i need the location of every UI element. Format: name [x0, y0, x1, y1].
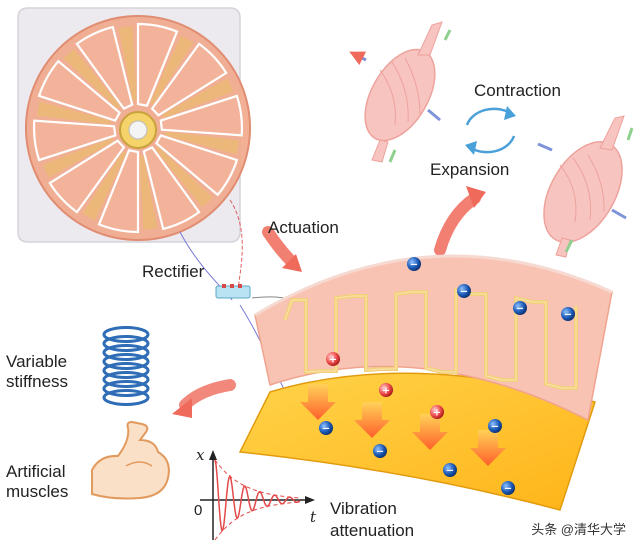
- rotor-gold-strip: [162, 78, 234, 118]
- negative-charge: −: [407, 257, 421, 271]
- cycle-arrows: [465, 106, 516, 155]
- svg-text:−: −: [410, 260, 418, 271]
- label-expansion: Expansion: [430, 160, 510, 179]
- rotor-electrode: [159, 94, 244, 137]
- rotor-shaft: [128, 120, 148, 140]
- interdigitated-electrodes: [283, 287, 578, 390]
- spring-coil: [102, 353, 150, 370]
- spring-icon: [102, 326, 150, 406]
- arrow-to-applications-head: [172, 398, 192, 418]
- muscle-expanded: [537, 115, 634, 258]
- arrow-to-muscle: [434, 192, 481, 256]
- rotor-gold-strip: [165, 131, 240, 155]
- positive-charge: +: [430, 405, 444, 419]
- charges: − − − − − − − − − + + +: [319, 257, 575, 495]
- rotor-electrode: [136, 22, 179, 107]
- damped-wave: [214, 459, 301, 533]
- spring-coil: [102, 362, 150, 379]
- negative-charge: −: [513, 301, 527, 315]
- rotor-electrode: [155, 134, 239, 197]
- envelope-lower: [214, 501, 301, 541]
- rotor-electrode: [48, 139, 126, 214]
- rotor-gold-strip: [82, 151, 127, 221]
- rotor-gold-strip: [139, 155, 158, 230]
- rotor-electrode: [32, 119, 117, 162]
- wire-red: [229, 199, 243, 291]
- svg-text:−: −: [491, 422, 499, 433]
- rotor-gold-strip: [63, 48, 121, 109]
- rectifier-chip: [215, 284, 251, 299]
- arrow-to-muscle-head: [466, 186, 486, 208]
- label-rectifier: Rectifier: [142, 262, 205, 281]
- negative-charge: −: [443, 463, 457, 477]
- negative-charge: −: [457, 284, 471, 298]
- arrow-actuation-head: [282, 254, 302, 272]
- rotor-gold-strip: [149, 35, 194, 105]
- svg-text:−: −: [504, 484, 512, 495]
- svg-text:+: +: [382, 386, 390, 397]
- field-arrow: [412, 414, 448, 450]
- field-arrows: [300, 384, 506, 466]
- svg-text:−: −: [376, 447, 384, 458]
- flexed-arm-icon: [91, 420, 170, 500]
- rotor-electrode: [37, 59, 121, 122]
- plot-zero-label: 0: [194, 502, 203, 519]
- field-arrow: [470, 430, 506, 466]
- svg-text:−: −: [446, 466, 454, 477]
- spring-coil: [102, 344, 150, 361]
- svg-text:−: −: [564, 310, 572, 321]
- top-film: [254, 254, 613, 422]
- rotor-gold-strip: [118, 26, 137, 101]
- svg-text:−: −: [322, 424, 330, 435]
- spring-coil: [102, 389, 150, 406]
- field-arrow: [354, 402, 390, 438]
- negative-charge: −: [373, 444, 387, 458]
- spring-coil: [102, 380, 150, 397]
- rotor-gold-strip: [36, 101, 111, 125]
- label-vibration-attenuation: Vibration attenuation: [330, 499, 415, 540]
- plot-axis-x-label: x: [196, 446, 205, 464]
- plot-axis-t-label: t: [310, 508, 317, 526]
- negative-charge: −: [319, 421, 333, 435]
- generator: [17, 7, 251, 243]
- muscle-contracted: [349, 21, 452, 163]
- svg-text:+: +: [329, 355, 337, 366]
- label-contraction: Contraction: [474, 81, 561, 100]
- negative-charge: −: [501, 481, 515, 495]
- svg-text:−: −: [516, 304, 524, 315]
- rotor-electrode: [75, 25, 134, 110]
- rotor-rim: [25, 15, 251, 241]
- svg-text:−: −: [460, 287, 468, 298]
- rotor-electrode: [97, 149, 140, 234]
- spring-coil: [102, 335, 150, 352]
- label-artificial-muscles: Artificial muscles: [6, 462, 69, 501]
- svg-text:+: +: [433, 408, 441, 419]
- label-actuation: Actuation: [268, 218, 339, 237]
- envelope-upper: [214, 459, 301, 499]
- arrow-actuation: [262, 226, 298, 268]
- spring-coil: [102, 371, 150, 388]
- electrode-highlight: [284, 289, 577, 389]
- label-variable-stiffness: Variable stiffness: [6, 352, 69, 391]
- rotor-gold-strip: [155, 147, 213, 208]
- positive-charge: +: [326, 352, 340, 366]
- rotor-gold-strip: [42, 138, 114, 178]
- rotor-electrode: [150, 42, 228, 117]
- positive-charge: +: [379, 383, 393, 397]
- vibration-plot: [200, 450, 315, 541]
- rotor-electrodes: [32, 22, 244, 234]
- spring-coil: [102, 326, 150, 343]
- rotor-electrode: [142, 146, 201, 231]
- negative-charge: −: [561, 307, 575, 321]
- negative-charge: −: [488, 419, 502, 433]
- field-arrow: [300, 384, 336, 420]
- watermark: 头条 @清华大学: [531, 522, 626, 537]
